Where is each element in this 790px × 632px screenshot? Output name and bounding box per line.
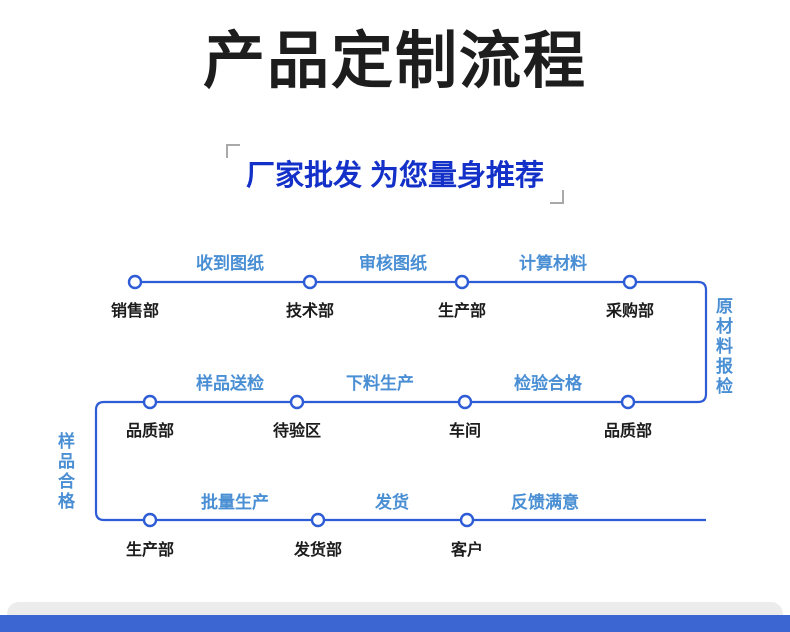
side-label-right: 原材料报检 bbox=[713, 297, 732, 397]
node-dot bbox=[302, 274, 318, 290]
step-label: 计算材料 bbox=[519, 254, 587, 273]
step-label: 样品送检 bbox=[196, 374, 264, 393]
dept-label: 待验区 bbox=[272, 423, 322, 440]
page-title: 产品定制流程 bbox=[202, 27, 587, 96]
dept-label: 品质部 bbox=[125, 423, 175, 440]
dept-label: 车间 bbox=[448, 423, 482, 440]
node-dot bbox=[622, 274, 638, 290]
step-label: 反馈满意 bbox=[511, 493, 579, 512]
dept-label: 生产部 bbox=[437, 303, 487, 320]
step-label: 发货 bbox=[375, 493, 409, 512]
step-label: 审核图纸 bbox=[359, 254, 427, 273]
subtitle-inner: 厂家批发 为您量身推荐 bbox=[225, 144, 565, 204]
dept-label: 技术部 bbox=[285, 303, 335, 320]
step-label: 检验合格 bbox=[514, 374, 582, 393]
node-dot bbox=[142, 394, 158, 410]
side-label-left: 样品合格 bbox=[55, 432, 74, 512]
node-dot bbox=[459, 512, 475, 528]
dept-label: 采购部 bbox=[605, 303, 655, 320]
next-section-edge bbox=[7, 602, 783, 615]
node-dot bbox=[310, 512, 326, 528]
node-dot bbox=[620, 394, 636, 410]
subtitle: 厂家批发 为您量身推荐 bbox=[0, 144, 790, 204]
dept-label: 品质部 bbox=[603, 423, 653, 440]
node-dot bbox=[454, 274, 470, 290]
node-dot bbox=[142, 512, 158, 528]
dept-label: 销售部 bbox=[110, 303, 160, 320]
dept-label: 客户 bbox=[450, 542, 484, 559]
step-label: 收到图纸 bbox=[196, 254, 264, 273]
node-dot bbox=[289, 394, 305, 410]
corner-bracket-top-left-icon bbox=[225, 144, 240, 158]
step-label: 批量生产 bbox=[201, 493, 269, 512]
dept-label: 发货部 bbox=[293, 542, 343, 559]
corner-bracket-bottom-right-icon bbox=[550, 190, 565, 204]
bottom-bar bbox=[0, 615, 790, 632]
step-label: 下料生产 bbox=[346, 374, 414, 393]
node-dot bbox=[457, 394, 473, 410]
dept-label: 生产部 bbox=[125, 542, 175, 559]
flow-line bbox=[94, 280, 708, 522]
node-dot bbox=[127, 274, 143, 290]
subtitle-text: 厂家批发 为您量身推荐 bbox=[245, 160, 545, 192]
